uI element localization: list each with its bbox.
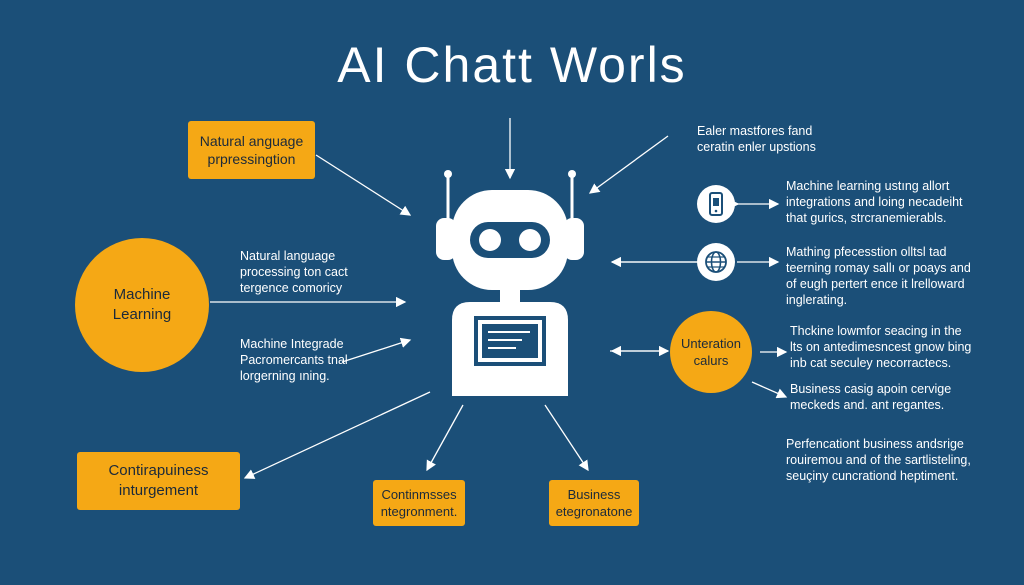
perfencationt-text: Perfencationt business andsrige rouiremo…: [786, 437, 971, 483]
top-right-text: Ealer mastfores fand ceratin enler upsti…: [697, 124, 816, 154]
arrow-nlp-to-robot: [315, 154, 412, 216]
business-text: Business casig apoin cervige meckeds and…: [790, 382, 952, 412]
contirapuiness-box: Contirapuiness inturgement: [77, 452, 240, 510]
ml-circle-line-2: Learning: [112, 306, 172, 323]
robot-icon: [436, 170, 584, 396]
arrow-topright-to-robot: [588, 135, 669, 194]
page-title: AI Chatt Worls: [337, 37, 687, 93]
unteration-circle: Unteration calurs: [670, 311, 752, 393]
machine-learning-circle: Machine Learning: [75, 238, 209, 372]
nlp-box-line-1: Natural anguage: [199, 133, 304, 149]
ml-circle-line-1: Machine: [113, 286, 171, 303]
business-box: Business etegronatone: [549, 480, 639, 526]
thckine-text: Thckine lowmfor seacing in the lts on an…: [790, 324, 972, 370]
phone-icon: [697, 185, 735, 223]
arrow-mi-to-robot: [341, 337, 412, 363]
globe-icon: [697, 243, 735, 281]
nlp-box-line-2: prpressingtion: [207, 151, 296, 167]
arrow-robot-to-cont-small: [426, 404, 464, 472]
arrow-int-to-biz-text: [751, 381, 788, 399]
continmsses-box: Continmsses ntegronment.: [373, 480, 465, 526]
phone-text: Machine learning ustıng allort integrati…: [786, 179, 963, 225]
machine-integrade-text: Machine Integrade Pacromercants tnal lor…: [240, 337, 348, 383]
arrow-robot-to-biz: [544, 404, 589, 472]
nl-processing-text: Natural language processing ton cact ter…: [240, 249, 348, 295]
arrow-robot-to-cont: [243, 391, 431, 479]
globe-text: Mathing pfecesstion olltsl tad teerning …: [786, 245, 971, 307]
nlp-box: Natural anguage prpressingtion: [188, 121, 315, 179]
